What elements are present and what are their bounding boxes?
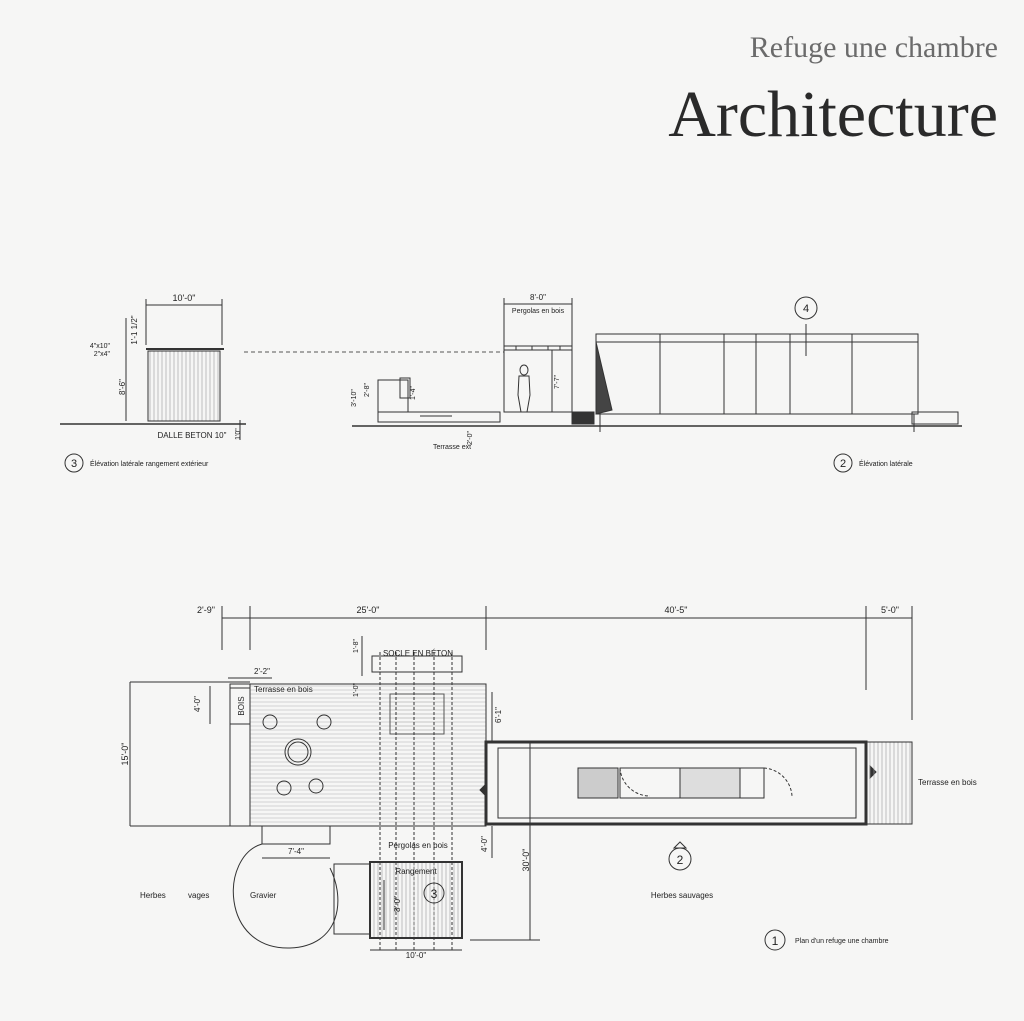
human-figure-head	[519, 364, 529, 376]
steps-plan	[261, 825, 331, 845]
callout-number-1: 1	[772, 934, 779, 948]
hot-tub-plan	[284, 738, 312, 766]
rangement-plan	[369, 861, 463, 939]
exterior-bench	[377, 379, 409, 413]
door-swing	[619, 767, 651, 797]
step-block	[571, 411, 595, 425]
bench-back	[399, 377, 411, 399]
elevation-marker-number: 2	[677, 853, 684, 867]
dim-top-3: 40'-5"	[665, 605, 688, 615]
dim-7-4: 7'-4"	[288, 847, 304, 856]
kitchen-plan	[619, 767, 681, 799]
dim-top-4: 5'-0"	[881, 605, 899, 615]
gravier-label: Gravier	[250, 891, 277, 900]
terrace-ext-label: Terrasse ext	[433, 444, 471, 451]
pergola-plan-label: Pergolas en bois	[388, 841, 448, 850]
elevation-side	[352, 298, 962, 432]
dim-height-3: 1'-4"	[410, 386, 417, 400]
chair-plan	[308, 778, 324, 794]
cabin-body	[595, 333, 919, 415]
gravel-area-outline	[232, 843, 339, 949]
pergola-table	[389, 693, 445, 735]
pergola-label: Pergolas en bois	[512, 308, 565, 315]
dim-top-2: 25'-0"	[357, 605, 380, 615]
bois-label: BOIS	[237, 696, 246, 715]
dim-1-0: 1'-0"	[353, 683, 360, 697]
bois-box	[229, 687, 251, 725]
human-figure-body	[517, 375, 531, 413]
hot-tub-inner	[287, 741, 309, 763]
concrete-socle	[371, 655, 463, 673]
dim-height-4: 2'-0"	[467, 431, 474, 445]
cabin-plan-outline	[484, 740, 868, 826]
cabin-marker-circle	[794, 296, 818, 320]
elevation-marker-arrow	[672, 841, 688, 849]
dim-30-0: 30'-0"	[521, 849, 531, 872]
page-subtitle: Refuge une chambre	[749, 31, 998, 64]
beam-label-1: 4"x10"	[90, 343, 111, 350]
slab-label: DALLE BETON 10"	[158, 431, 227, 440]
beam-label-2: 2"x4"	[94, 351, 111, 358]
wc-plan	[739, 767, 765, 799]
wood-terrace	[249, 683, 487, 827]
page-header: Refuge une chambre Architecture	[668, 28, 998, 154]
dim-6-1: 6'-1"	[494, 707, 503, 723]
elevation-storage	[60, 299, 246, 440]
callout-number-2: 2	[840, 458, 846, 470]
dim-socle: 1'-8"	[353, 639, 360, 653]
rangement-label: Rangement	[395, 867, 437, 876]
dim-top-1: 2'-9"	[197, 605, 215, 615]
dim-4-0b: 4'-0"	[480, 836, 489, 852]
herbes-right-label: Herbes sauvages	[651, 891, 713, 900]
bath-plan	[679, 767, 741, 799]
chair-plan	[262, 714, 278, 730]
page-title: Architecture	[668, 78, 998, 151]
dim-height-1: 3'-10"	[351, 389, 358, 407]
chair-plan	[316, 714, 332, 730]
dim-8-0: 8'-0"	[393, 896, 402, 912]
callout-circle-2	[833, 453, 853, 473]
entry-arrow	[479, 782, 487, 798]
deck-right	[911, 411, 959, 425]
door-swing	[763, 767, 793, 797]
terrace-deck	[377, 411, 501, 423]
cabin-end-wall	[595, 341, 613, 415]
herbes-left-1: Herbes	[140, 891, 166, 900]
right-terrace	[865, 741, 913, 825]
cabin-marker-number: 4	[803, 303, 809, 315]
terrace-label: Terrasse en bois	[254, 685, 313, 694]
callout-label-1: Plan d'un refuge une chambre	[795, 938, 889, 945]
terrace-right-label: Terrasse en bois	[918, 778, 977, 787]
bed-plan	[577, 767, 619, 799]
dim-15-0: 15'-0"	[120, 743, 130, 766]
chair-plan	[276, 780, 292, 796]
dim-2-2: 2'-2"	[254, 667, 270, 676]
dim-height-label: 8'-6"	[118, 379, 127, 395]
cabin-interior	[497, 747, 857, 819]
callout-circle-3	[64, 453, 84, 473]
callout-label-3: Élévation latérale rangement extérieur	[90, 459, 209, 468]
dim-10-0: 10'-0"	[406, 951, 427, 960]
pergola-frame	[503, 345, 573, 413]
dim-width-label: 10'-0"	[173, 293, 196, 303]
rangement-circle	[423, 882, 445, 904]
storage-shed	[147, 350, 221, 422]
callout-circle-1	[764, 929, 786, 951]
dim-height-2: 2'-8"	[364, 383, 371, 397]
herbes-left-2: vages	[188, 891, 209, 900]
storage-doors	[333, 863, 371, 935]
rangement-number: 3	[431, 887, 438, 901]
callout-label-2: Élévation latérale	[859, 459, 913, 468]
dim-slab-label: 1'0"	[235, 428, 242, 440]
dim-pergola-label: 8'-0"	[530, 293, 546, 302]
dim-4-0: 4'-0"	[193, 696, 202, 712]
floor-plan	[129, 606, 913, 951]
dim-top-label: 1'-1 1/2"	[130, 315, 139, 344]
callout-number-3: 3	[71, 458, 77, 470]
dim-person-label: 7'-7"	[554, 375, 561, 389]
socle-label: SOCLE EN BÉTON	[383, 649, 453, 658]
